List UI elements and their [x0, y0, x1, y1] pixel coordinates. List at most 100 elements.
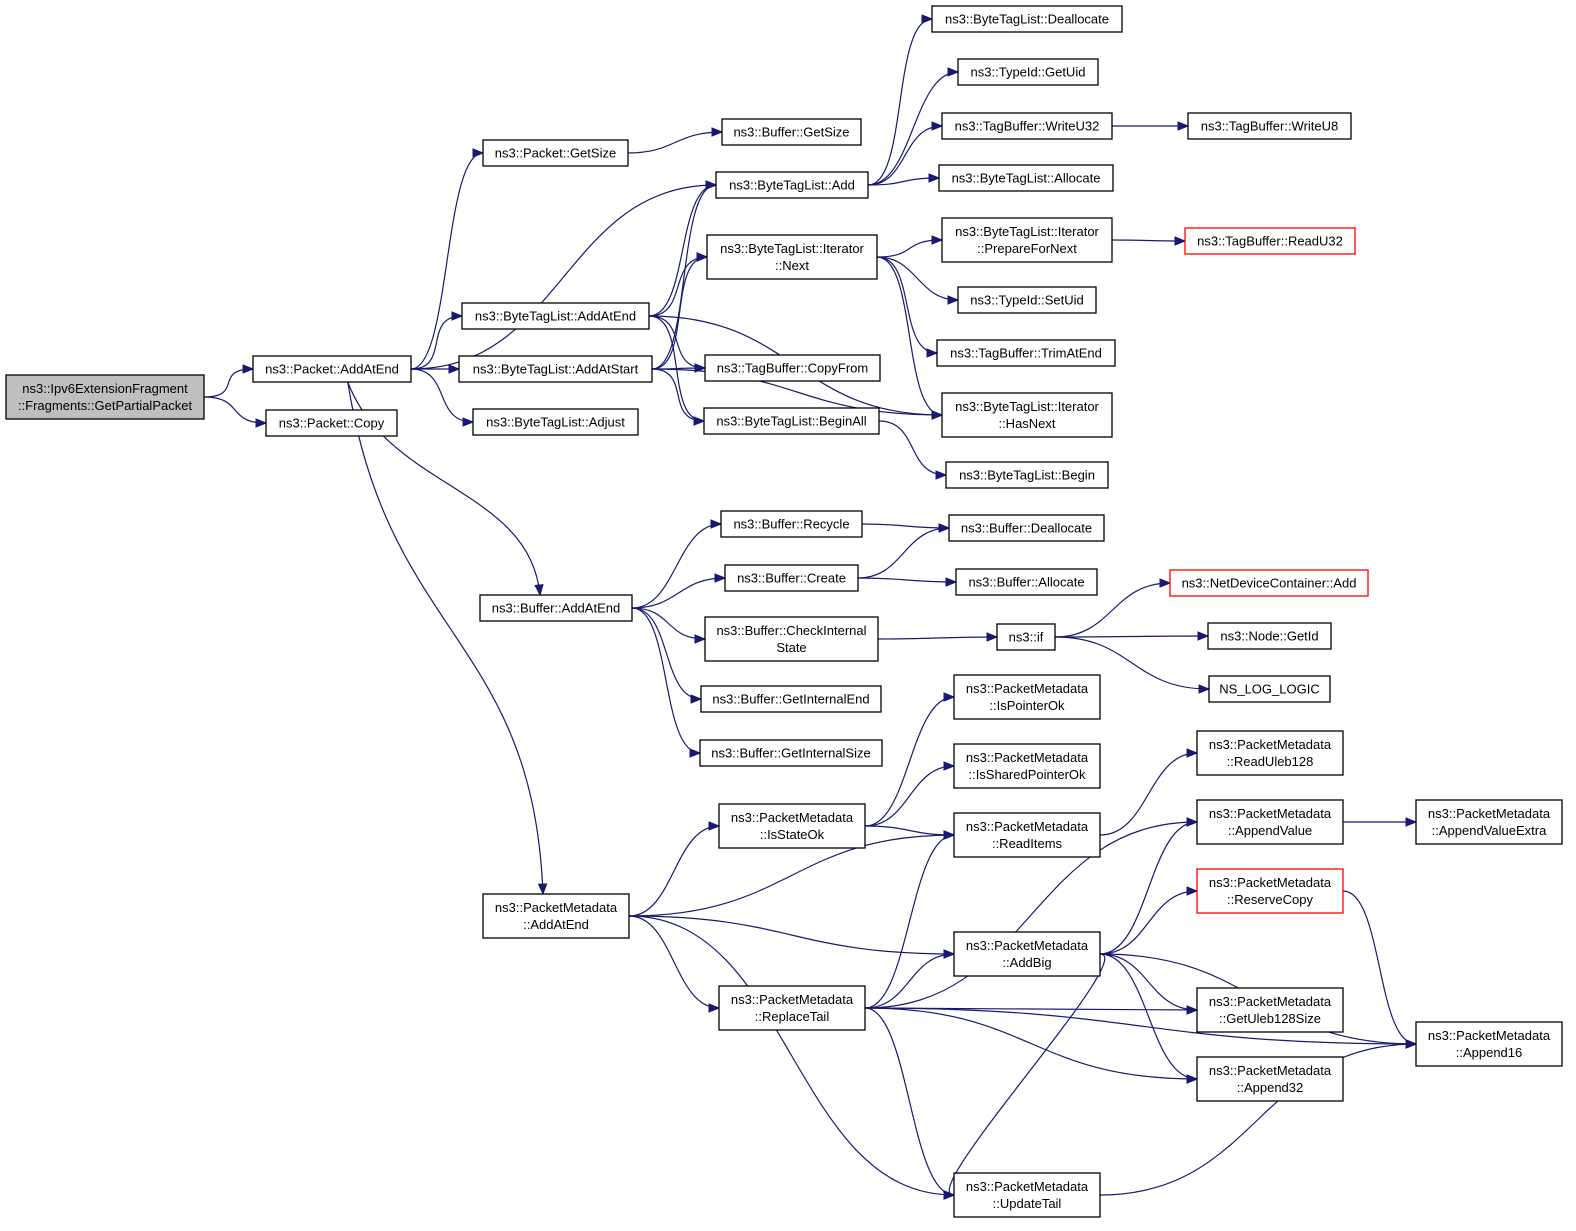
node-box [479, 594, 633, 622]
node-label: ns3::Buffer::GetInternalEnd [712, 692, 869, 707]
node-box [953, 931, 1101, 977]
edge-line [347, 381, 544, 895]
edge-pm-addatend-to-pm-replacetail [628, 915, 721, 1013]
node-pm-addbig[interactable]: ns3::PacketMetadata::AddBig [953, 931, 1101, 977]
edge-line [857, 577, 957, 583]
node-pm-append16[interactable]: ns3::PacketMetadata::Append16 [1415, 1021, 1563, 1067]
node-tb-copyfrom[interactable]: ns3::TagBuffer::CopyFrom [704, 354, 881, 382]
edge-line [651, 368, 943, 416]
node-btl-addatstart[interactable]: ns3::ByteTagList::AddAtStart [458, 355, 653, 383]
node-tb-readu32[interactable]: ns3::TagBuffer::ReadU32 [1184, 227, 1356, 255]
node-pm-appendvalue[interactable]: ns3::PacketMetadata::AppendValue [1196, 799, 1344, 845]
edge-pm-readitems-to-pm-readuleb [1099, 748, 1199, 836]
arrow-head [462, 417, 475, 427]
node-b-intend[interactable]: ns3::Buffer::GetInternalEnd [700, 685, 882, 713]
edge-root-to-p-addatend [203, 364, 255, 398]
arrow-head [451, 311, 464, 321]
node-node-getid[interactable]: ns3::Node::GetId [1207, 622, 1332, 650]
node-pm-addatend[interactable]: ns3::PacketMetadata::AddAtEnd [482, 893, 630, 939]
node-label: ns3::Packet::AddAtEnd [265, 362, 399, 377]
node-pm-append32[interactable]: ns3::PacketMetadata::Append32 [1196, 1056, 1344, 1102]
node-btl-begin[interactable]: ns3::ByteTagList::Begin [945, 461, 1109, 489]
arrow-head [1186, 886, 1199, 896]
edge-line [1054, 582, 1171, 638]
node-box [718, 985, 866, 1031]
node-btl-addatend[interactable]: ns3::ByteTagList::AddAtEnd [461, 302, 650, 330]
node-p-addatend[interactable]: ns3::Packet::AddAtEnd [252, 355, 412, 383]
node-it-hasnext[interactable]: ns3::ByteTagList::Iterator::HasNext [941, 392, 1113, 438]
node-tb-writeu8[interactable]: ns3::TagBuffer::WriteU8 [1187, 112, 1352, 140]
node-tid-setuid[interactable]: ns3::TypeId::SetUid [957, 286, 1097, 314]
node-label: ns3::ByteTagList::AddAtEnd [475, 309, 636, 324]
node-tb-trim[interactable]: ns3::TagBuffer::TrimAtEnd [936, 339, 1116, 367]
node-pm-isshared[interactable]: ns3::PacketMetadata::IsSharedPointerOk [953, 743, 1101, 789]
edge-tb-writeu32-to-tb-writeu8 [1112, 121, 1190, 131]
node-box [706, 234, 878, 280]
node-ns-log[interactable]: NS_LOG_LOGIC [1208, 675, 1331, 703]
node-pm-readuleb[interactable]: ns3::PacketMetadata::ReadUleb128 [1196, 730, 1344, 776]
node-b-alloc[interactable]: ns3::Buffer::Allocate [955, 568, 1098, 596]
edge-btl-addatstart-to-btl-add [651, 180, 718, 370]
arrow-head [926, 348, 939, 358]
edge-btl-add-to-tid-getuid [867, 67, 960, 186]
node-it-next[interactable]: ns3::ByteTagList::Iterator::Next [706, 234, 878, 280]
node-b-dealloc[interactable]: ns3::Buffer::Deallocate [948, 514, 1105, 542]
node-ns3-if[interactable]: ns3::if [996, 623, 1056, 651]
node-label: ::AppendValue [1228, 823, 1312, 838]
edge-p-addatend-to-btl-addatstart [411, 364, 461, 374]
node-box [957, 58, 1099, 86]
node-box [1196, 868, 1344, 914]
node-b-recycle[interactable]: ns3::Buffer::Recycle [720, 510, 863, 538]
node-b-getsize[interactable]: ns3::Buffer::GetSize [721, 118, 862, 146]
node-b-addatend[interactable]: ns3::Buffer::AddAtEnd [479, 594, 633, 622]
edge-line [410, 184, 717, 370]
node-btl-add[interactable]: ns3::ByteTagList::Add [715, 171, 869, 199]
arrow-head [1198, 684, 1211, 694]
node-box [718, 803, 866, 849]
edge-line [628, 915, 720, 1009]
node-label: ::Append32 [1237, 1080, 1304, 1095]
node-ndc-add[interactable]: ns3::NetDeviceContainer::Add [1169, 569, 1369, 597]
node-box [1196, 730, 1344, 776]
node-box [941, 112, 1113, 140]
node-btl-alloc[interactable]: ns3::ByteTagList::Allocate [938, 164, 1114, 192]
node-box [1207, 622, 1332, 650]
edge-line [410, 368, 474, 423]
edge-line [628, 915, 955, 1196]
node-it-prep[interactable]: ns3::ByteTagList::Iterator::PrepareForNe… [941, 217, 1113, 263]
node-root[interactable]: ns3::Ipv6ExtensionFragment::Fragments::G… [5, 374, 205, 420]
node-tid-getuid[interactable]: ns3::TypeId::GetUid [957, 58, 1099, 86]
node-box [941, 217, 1113, 263]
node-pm-readitems[interactable]: ns3::PacketMetadata::ReadItems [953, 812, 1101, 858]
node-box [482, 139, 629, 167]
node-btl-beginall[interactable]: ns3::ByteTagList::BeginAll [703, 407, 880, 435]
node-pm-updatetail[interactable]: ns3::PacketMetadata::UpdateTail [953, 1172, 1101, 1218]
node-pm-getuleb[interactable]: ns3::PacketMetadata::GetUleb128Size [1196, 987, 1344, 1033]
node-layer: ns3::Ipv6ExtensionFragment::Fragments::G… [5, 5, 1563, 1218]
node-b-create[interactable]: ns3::Buffer::Create [724, 564, 859, 592]
edge-p-addatend-to-pm-addatend [347, 381, 548, 896]
edge-line [651, 368, 705, 422]
node-pm-replacetail[interactable]: ns3::PacketMetadata::ReplaceTail [718, 985, 866, 1031]
node-p-getsize[interactable]: ns3::Packet::GetSize [482, 139, 629, 167]
node-btl-adjust[interactable]: ns3::ByteTagList::Adjust [472, 408, 639, 436]
arrow-head [1186, 1005, 1199, 1015]
arrow-head [943, 1190, 956, 1200]
arrow-head [705, 180, 718, 190]
node-pm-appendvalueextra[interactable]: ns3::PacketMetadata::AppendValueExtra [1415, 799, 1563, 845]
arrow-head [943, 692, 956, 702]
node-btl-dealloc[interactable]: ns3::ByteTagList::Deallocate [931, 5, 1123, 33]
node-box [936, 339, 1116, 367]
edge-line [203, 396, 267, 424]
node-tb-writeu32[interactable]: ns3::TagBuffer::WriteU32 [941, 112, 1113, 140]
node-pm-reservecopy[interactable]: ns3::PacketMetadata::ReserveCopy [1196, 868, 1344, 914]
node-label: ns3::ByteTagList::Iterator [955, 399, 1099, 414]
node-b-intsize[interactable]: ns3::Buffer::GetInternalSize [699, 739, 883, 767]
node-p-copy[interactable]: ns3::Packet::Copy [265, 409, 398, 437]
arrow-head [1197, 631, 1210, 641]
node-label: ns3::ByteTagList::Iterator [720, 241, 864, 256]
node-label: ns3::TypeId::GetUid [971, 65, 1086, 80]
node-pm-isptr[interactable]: ns3::PacketMetadata::IsPointerOk [953, 674, 1101, 720]
node-pm-isstate[interactable]: ns3::PacketMetadata::IsStateOk [718, 803, 866, 849]
